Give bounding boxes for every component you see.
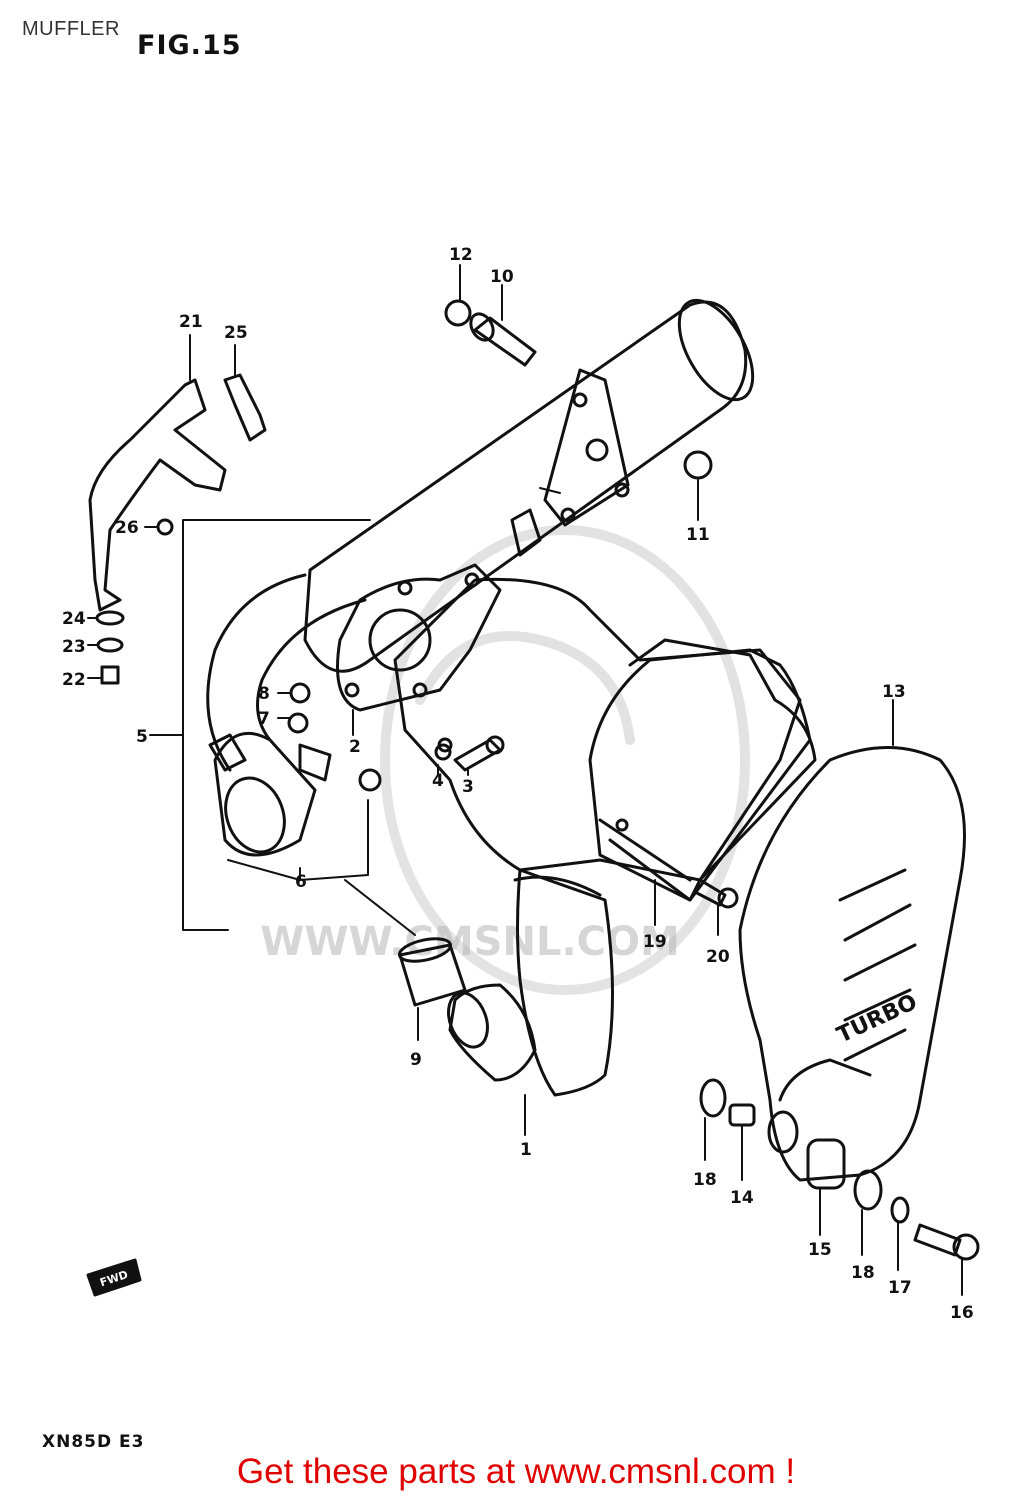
hanger-bracket-21 [88, 378, 227, 612]
bushing-15 [806, 1138, 846, 1190]
callout-23: 23 [62, 637, 86, 657]
pipe-collar-9 [397, 937, 467, 1007]
callout-labels: 1 2 3 4 5 6 7 8 9 10 11 12 13 14 15 16 1… [62, 245, 974, 1323]
bracket-25 [223, 373, 267, 442]
bolt-22 [100, 665, 120, 685]
washer-24 [95, 610, 125, 626]
bolt-10 [469, 312, 537, 367]
nut-7 [287, 712, 309, 734]
nut-12 [444, 299, 472, 327]
callout-17: 17 [888, 1278, 912, 1298]
callout-20: 20 [706, 947, 730, 967]
exhaust-pipe-1 [447, 868, 614, 1097]
callout-26: 26 [115, 518, 139, 538]
turbo-cover-13 [738, 746, 966, 1182]
callout-7: 7 [258, 709, 270, 729]
washer-23 [96, 637, 124, 653]
callout-18b: 18 [851, 1263, 875, 1283]
washer-18-b [853, 1169, 883, 1211]
callout-8: 8 [258, 684, 270, 704]
figure-label: FIG.15 [137, 30, 242, 61]
fwd-marker-arrow [86, 1258, 142, 1297]
manifold-body [393, 577, 817, 902]
callout-9: 9 [410, 1050, 422, 1070]
callout-25: 25 [224, 323, 248, 343]
callout-19: 19 [643, 932, 667, 952]
callout-15: 15 [808, 1240, 832, 1260]
callout-11: 11 [686, 525, 710, 545]
leader-lines [87, 264, 963, 1296]
nut-6-side [358, 768, 382, 792]
bolt-26 [156, 518, 174, 536]
muffler-canister [303, 298, 755, 673]
washer-17 [890, 1196, 910, 1224]
bolt-16 [913, 1223, 980, 1261]
nut-8 [289, 682, 311, 704]
model-code: XN85D E3 [42, 1432, 145, 1452]
callout-5: 5 [136, 727, 148, 747]
bolt-20 [693, 878, 739, 909]
bolt-3 [453, 735, 505, 772]
washer-18-a [699, 1078, 727, 1118]
turbo-label: TURBO [833, 990, 921, 1049]
exhaust-gasket-2 [336, 563, 502, 712]
callout-14: 14 [730, 1188, 754, 1208]
watermark-text: WWW.CMSNL.COM [260, 919, 680, 965]
callout-10: 10 [490, 267, 514, 287]
callout-4: 4 [432, 771, 444, 791]
page-title: MUFFLER [22, 18, 120, 40]
callout-12: 12 [449, 245, 473, 265]
callout-1: 1 [520, 1140, 532, 1160]
callout-6: 6 [295, 872, 307, 892]
heat-shield-19 [588, 648, 812, 902]
exhaust-bend-pipe [206, 573, 367, 857]
callout-13: 13 [882, 682, 906, 702]
nut-11 [683, 450, 713, 480]
footer-link-banner[interactable]: Get these parts at www.cmsnl.com ! [236, 1452, 796, 1491]
callout-22: 22 [62, 670, 86, 690]
washer-4 [434, 743, 452, 761]
callout-16: 16 [950, 1303, 974, 1323]
callout-21: 21 [179, 312, 203, 332]
callout-3: 3 [462, 777, 474, 797]
callout-2: 2 [349, 737, 361, 757]
spacer-14 [728, 1103, 756, 1127]
callout-18a: 18 [693, 1170, 717, 1190]
callout-24: 24 [62, 609, 86, 629]
